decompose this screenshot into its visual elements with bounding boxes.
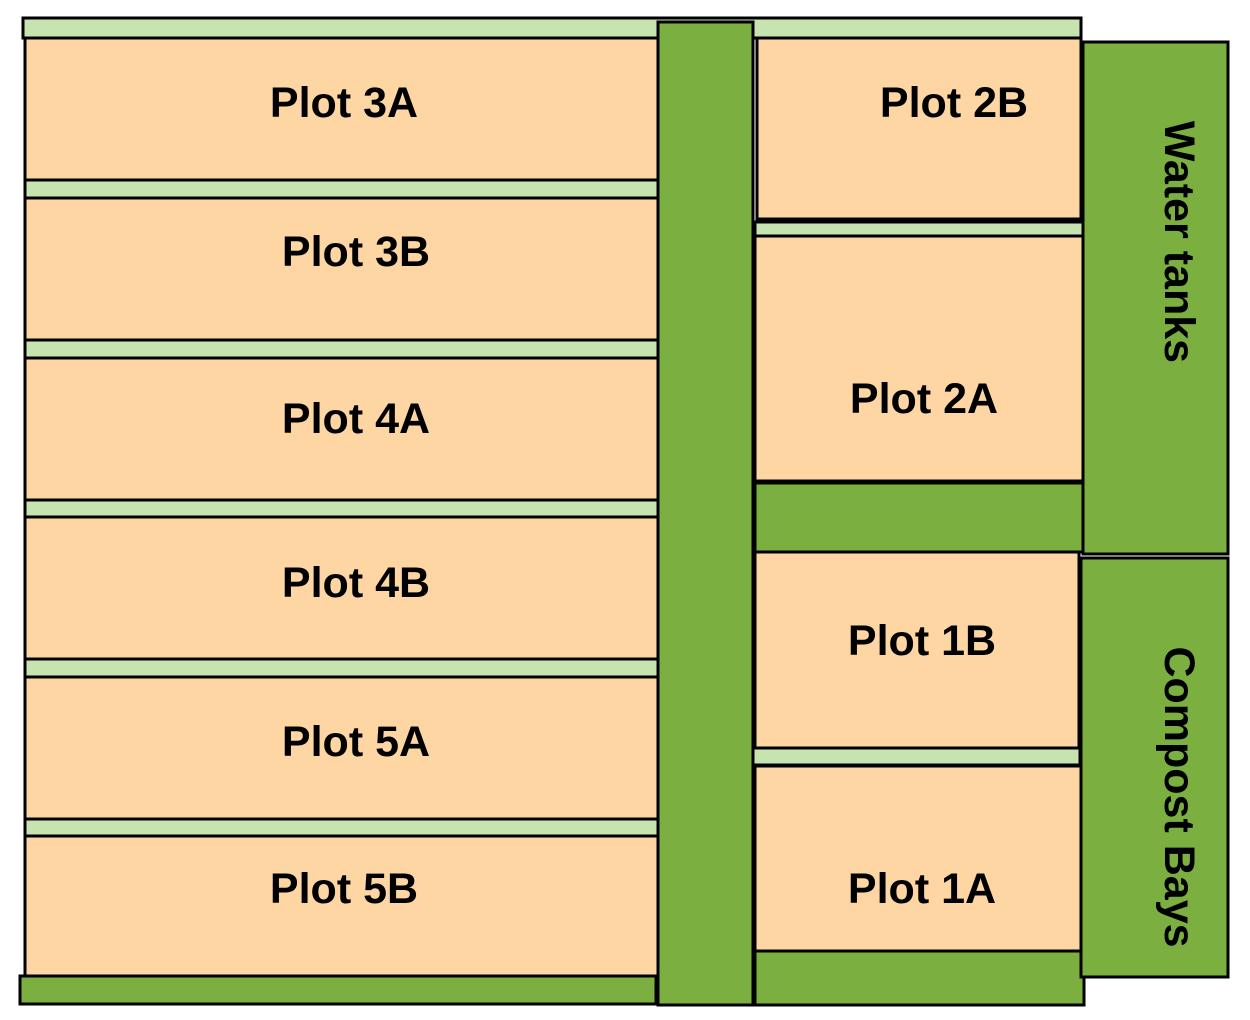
path-central [656,20,755,1007]
path-top [21,16,1083,40]
path-3a-3b [23,178,660,200]
plot-label-5b: Plot 5B [270,865,418,913]
path-bottom-right [753,949,1086,1007]
path-2a-1b [753,481,1091,554]
plot-label-2a: Plot 2A [850,375,998,423]
plot-label-1b: Plot 1B [848,617,996,665]
path-2b-2a [753,220,1088,238]
plot-label-3a: Plot 3A [270,79,418,127]
water-tanks-area [1081,40,1230,556]
path-4a-4b [23,498,660,519]
plot-1a [753,764,1086,953]
path-5a-5b [23,817,660,838]
plot-2b [755,36,1083,221]
plot-5b [23,834,660,978]
plot-label-4b: Plot 4B [282,559,430,607]
plot-label-5a: Plot 5A [282,718,430,766]
path-bottom-left [18,974,658,1006]
plot-3a [23,36,660,182]
compost-bays-area [1079,556,1230,979]
plot-4a [23,356,660,502]
plot-5a [23,675,660,821]
plot-label-3b: Plot 3B [282,228,430,276]
plot-label-4a: Plot 4A [282,395,430,443]
plot-4b [23,515,660,661]
water-tanks-label: Water tanks [1155,121,1203,363]
plot-label-1a: Plot 1A [848,865,996,913]
path-4b-5a [23,657,660,679]
plot-2a [753,234,1086,483]
path-3b-4a [23,338,660,360]
plot-3b [23,196,660,342]
path-1b-1a [751,746,1082,767]
compost-bays-label: Compost Bays [1155,646,1203,947]
plot-label-2b: Plot 2B [880,79,1028,127]
